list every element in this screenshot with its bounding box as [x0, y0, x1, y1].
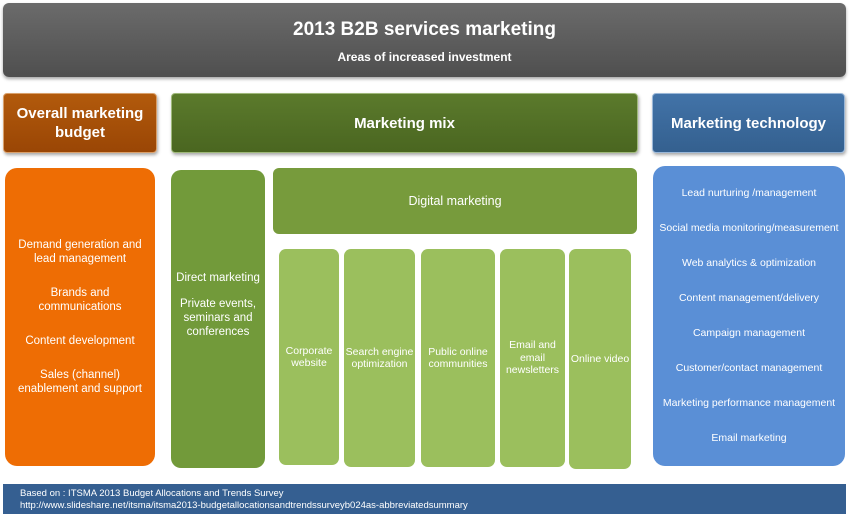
direct-item: Direct marketing [176, 272, 260, 284]
budget-panel: Demand generation and lead management Br… [5, 168, 155, 466]
technology-panel: Lead nurturing /management Social media … [653, 166, 845, 466]
diagram-title: 2013 B2B services marketing [293, 19, 556, 40]
technology-item: Marketing performance management [662, 397, 836, 409]
digital-item-corporate-website: Corporate website [279, 249, 339, 465]
technology-item: Web analytics & optimization [681, 257, 817, 269]
direct-item: Private events, seminars and conferences [179, 298, 257, 338]
budget-item: Sales (channel) enablement and support [17, 369, 143, 395]
diagram-subtitle: Areas of increased investment [337, 50, 512, 64]
technology-item: Customer/contact management [675, 362, 823, 374]
source-url: http://www.slideshare.net/itsma/itsma201… [20, 499, 468, 511]
header-banner: 2013 B2B services marketing Areas of inc… [3, 3, 846, 77]
technology-item: Social media monitoring/measurement [659, 222, 839, 234]
column-header-budget: Overall marketing budget [3, 93, 157, 153]
digital-item-email: Email and email newsletters [500, 249, 565, 467]
digital-item-online-communities: Public online communities [421, 249, 495, 467]
digital-item-seo: Search engine optimization [344, 249, 415, 467]
budget-item: Brands and communications [38, 287, 122, 313]
budget-item: Content development [25, 335, 135, 347]
technology-item: Content management/delivery [678, 292, 820, 304]
digital-marketing-box: Digital marketing [273, 168, 637, 234]
column-header-mix: Marketing mix [171, 93, 638, 153]
source-text: Based on : ITSMA 2013 Budget Allocations… [20, 488, 284, 499]
technology-item: Lead nurturing /management [681, 187, 817, 199]
column-header-technology: Marketing technology [652, 93, 845, 153]
budget-item: Demand generation and lead management [18, 239, 142, 265]
direct-marketing-panel: Direct marketing Private events, seminar… [171, 170, 265, 468]
technology-item: Campaign management [692, 327, 806, 339]
technology-item: Email marketing [711, 432, 787, 444]
source-footer: Based on : ITSMA 2013 Budget Allocations… [3, 484, 846, 514]
digital-item-online-video: Online video [569, 249, 631, 469]
